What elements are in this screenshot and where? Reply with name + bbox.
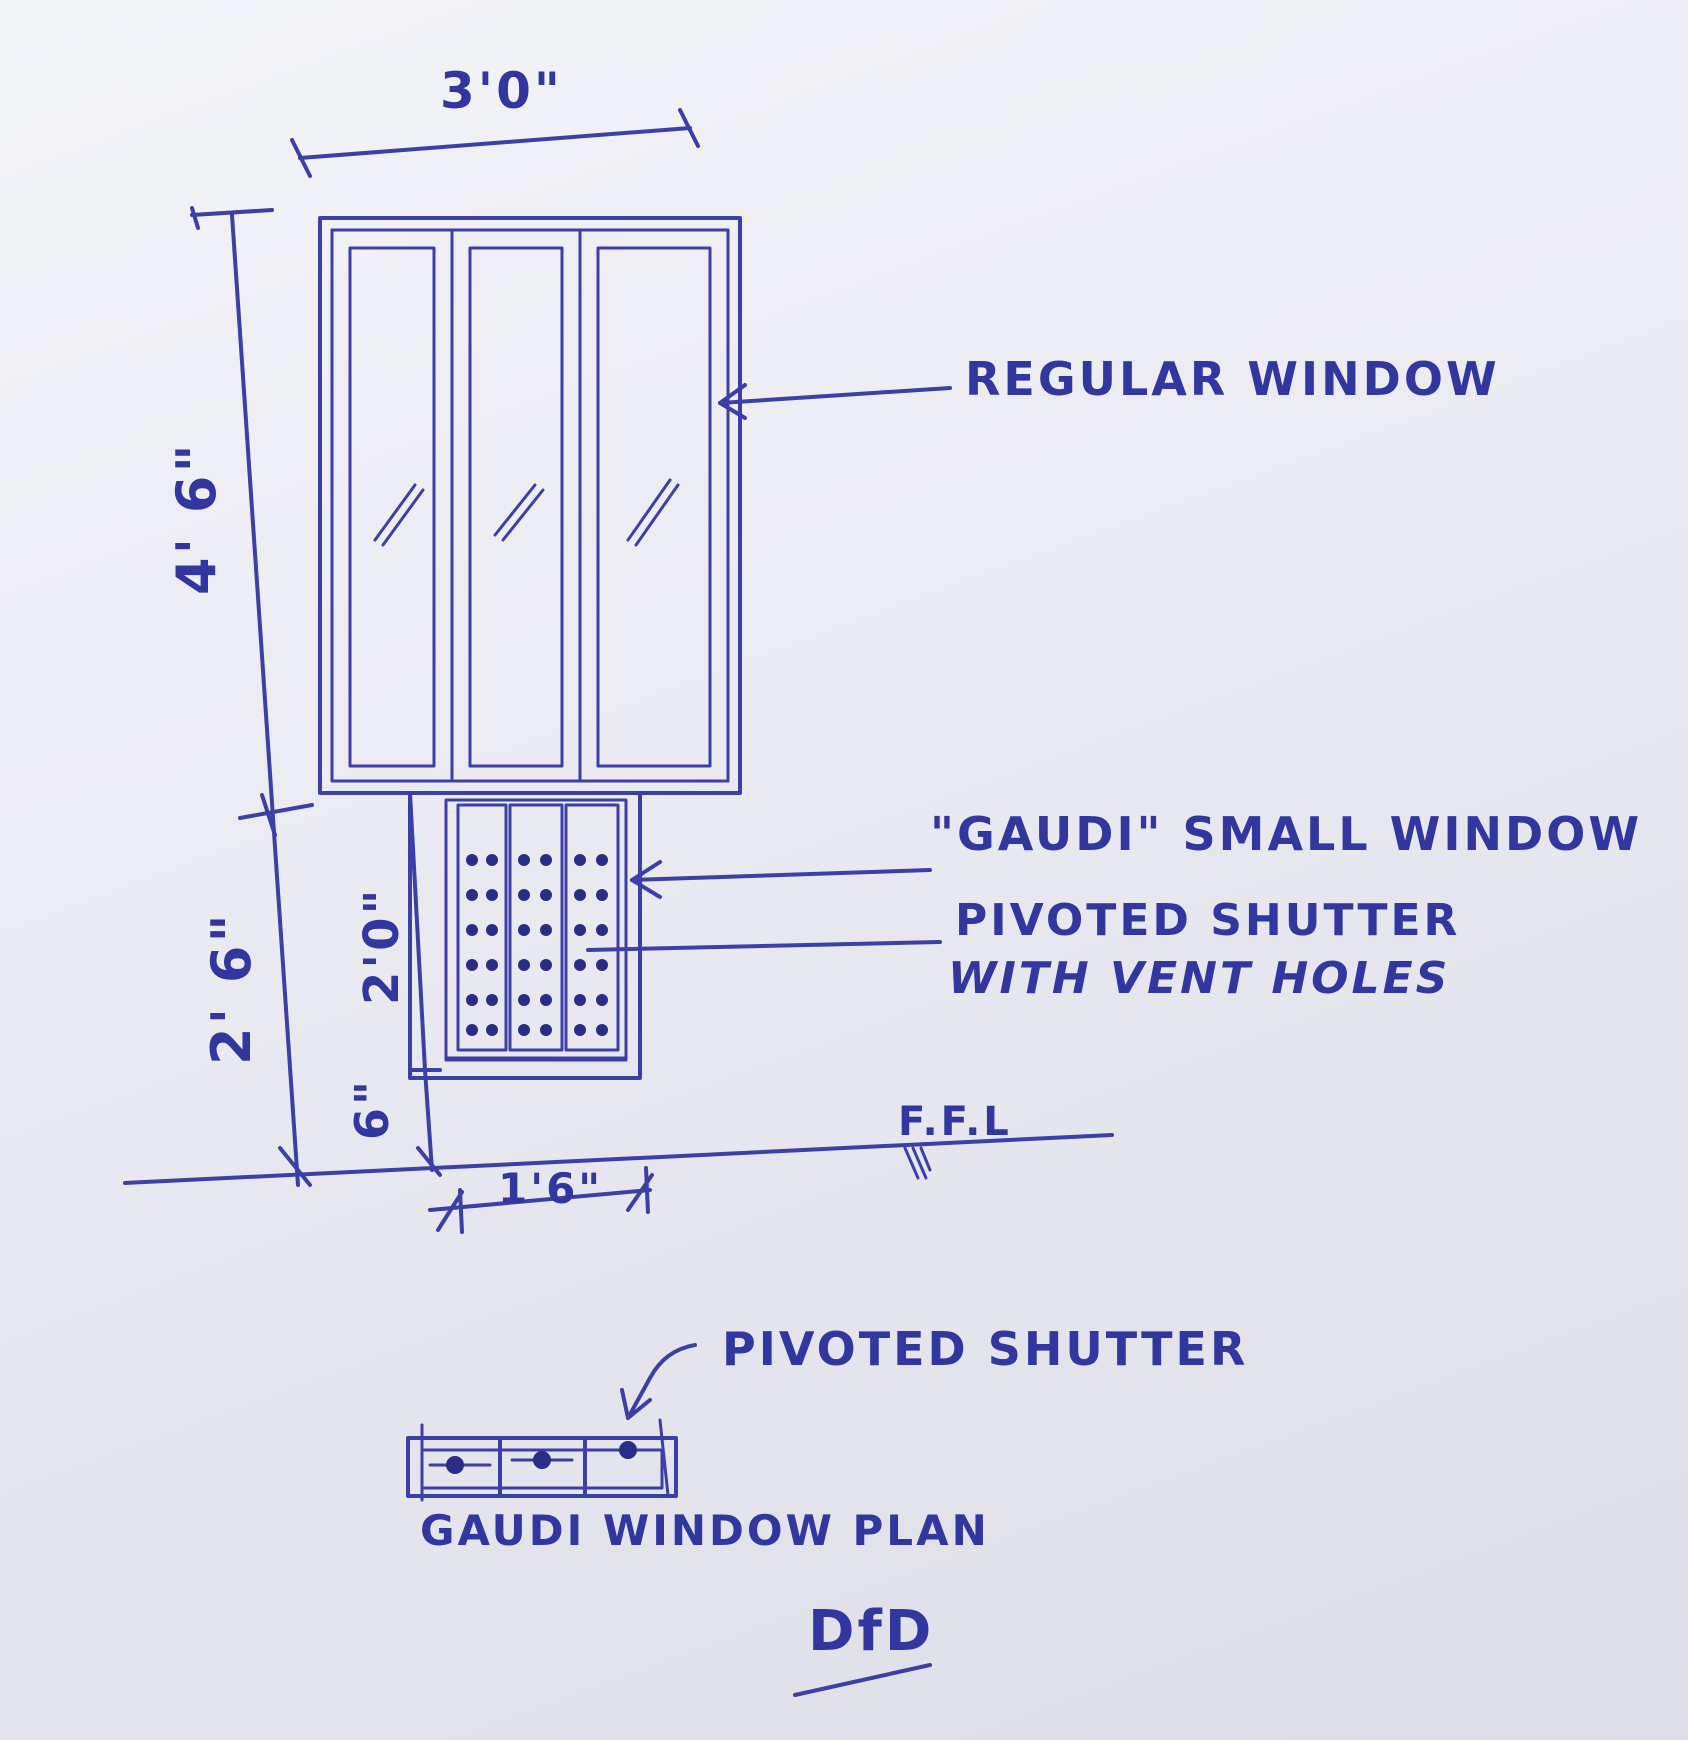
- vent-hole: [596, 1024, 608, 1036]
- vent-hole: [466, 1024, 478, 1036]
- vent-hole: [596, 994, 608, 1006]
- pivoted-shutter-label: PIVOTED SHUTTER: [722, 1322, 1248, 1376]
- vent-hole: [518, 924, 530, 936]
- signature-underline: [793, 1663, 932, 1697]
- vent-hole: [540, 1024, 552, 1036]
- vent-hole: [518, 854, 530, 866]
- plan-pivots: [446, 1441, 637, 1474]
- sill-height-dim: 6": [345, 1078, 399, 1140]
- gaudi-small-window: [408, 791, 642, 1080]
- vent-hole: [518, 994, 530, 1006]
- regular-window-label: REGULAR WINDOW: [965, 352, 1500, 406]
- floor-line: [123, 1133, 1114, 1185]
- ffl-label: F.F.L: [898, 1099, 1012, 1145]
- vent-hole: [596, 959, 608, 971]
- vent-hole: [574, 994, 586, 1006]
- vent-hole: [466, 959, 478, 971]
- leader-lines: [586, 383, 952, 1420]
- vent-hole: [540, 959, 552, 971]
- vent-hole: [486, 994, 498, 1006]
- vent-hole: [596, 889, 608, 901]
- dimension-lines: [190, 108, 700, 1234]
- regular-window: [318, 216, 742, 795]
- regular-window-height-dim: 4' 6": [165, 441, 228, 595]
- vent-hole: [486, 889, 498, 901]
- vent-hole: [486, 1024, 498, 1036]
- small-window-width-dim: 1'6": [498, 1164, 603, 1213]
- vent-hole: [466, 889, 478, 901]
- vent-hole: [574, 959, 586, 971]
- vent-hole: [540, 854, 552, 866]
- vent-hole: [596, 924, 608, 936]
- vent-hole: [540, 889, 552, 901]
- vent-hole: [574, 889, 586, 901]
- vent-hole: [486, 924, 498, 936]
- vent-hole: [574, 854, 586, 866]
- vent-hole: [486, 959, 498, 971]
- pivoted-shutter-vent-label-line1: PIVOTED SHUTTER: [955, 895, 1460, 946]
- vent-hole: [466, 994, 478, 1006]
- overall-width-dim: 3'0": [440, 62, 563, 120]
- vent-hole: [596, 854, 608, 866]
- vent-hole: [466, 854, 478, 866]
- vent-hole: [518, 959, 530, 971]
- lower-height-dim: 2' 6": [200, 911, 263, 1065]
- vent-hole: [466, 924, 478, 936]
- plan-title: GAUDI WINDOW PLAN: [420, 1506, 990, 1555]
- pivoted-shutter-vent-label-line2: WITH VENT HOLES: [948, 953, 1450, 1004]
- vent-hole: [486, 854, 498, 866]
- vent-holes: [466, 854, 608, 1036]
- vent-hole: [574, 924, 586, 936]
- vent-hole: [574, 1024, 586, 1036]
- gaudi-small-window-label: "GAUDI" SMALL WINDOW: [930, 807, 1642, 861]
- small-window-height-dim: 2'0": [354, 887, 410, 1006]
- gaudi-window-plan: [406, 1418, 678, 1502]
- signature: DfD: [808, 1599, 934, 1664]
- vent-hole: [540, 994, 552, 1006]
- vent-hole: [518, 1024, 530, 1036]
- vent-hole: [540, 924, 552, 936]
- vent-hole: [518, 889, 530, 901]
